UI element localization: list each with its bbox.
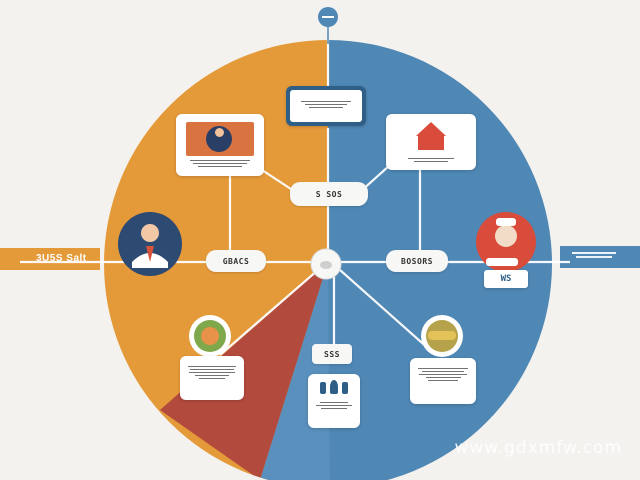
upper-right-panel-text	[402, 156, 460, 164]
plate-band	[428, 331, 456, 340]
hub-eye	[320, 261, 332, 269]
red-wedge	[160, 262, 328, 480]
chef-head	[495, 225, 517, 247]
upper-center-node-label: S SOS	[315, 189, 343, 199]
center-left-node-label: GBACS	[222, 256, 250, 266]
person-head	[141, 224, 159, 242]
lower-center-panel	[308, 374, 360, 428]
dinner-illustration	[186, 122, 254, 156]
center-right-node: BOSORS	[386, 250, 448, 272]
upper-left-panel	[176, 114, 264, 176]
chef-caption-label: WS	[500, 274, 512, 284]
house-illustration	[408, 122, 454, 152]
food-bowl-inner	[201, 327, 219, 345]
person-avatar-icon	[118, 212, 182, 276]
lower-center-node-label: SSS	[324, 349, 340, 359]
left-side-bar	[0, 248, 100, 270]
lower-center-panel-text	[316, 400, 352, 411]
upper-right-panel	[386, 114, 476, 170]
upper-left-panel-text	[188, 158, 252, 169]
lower-right-panel	[410, 358, 476, 404]
chef-plate	[486, 258, 518, 266]
blue-wedge-bottom	[260, 262, 330, 480]
chef-hat	[496, 218, 516, 226]
chef-caption: WS	[484, 270, 528, 288]
top-badge-text	[322, 16, 334, 18]
lower-center-node: SSS	[312, 344, 352, 364]
upper-center-node: S SOS	[290, 182, 368, 206]
lower-left-panel-text	[188, 364, 236, 381]
center-right-node-label: BOSORS	[401, 256, 433, 266]
lower-left-panel	[180, 356, 244, 400]
pictogram-icon	[320, 380, 348, 396]
lower-right-panel-text	[418, 366, 468, 383]
top-panel	[286, 86, 366, 126]
center-left-node: GBACS	[206, 250, 266, 272]
left-side-label: 3U5S Salt	[36, 253, 87, 264]
watermark: www.gdxmfw.com	[454, 438, 622, 458]
top-panel-text	[298, 99, 354, 110]
right-side-label	[572, 250, 616, 262]
person-tie	[146, 246, 154, 262]
